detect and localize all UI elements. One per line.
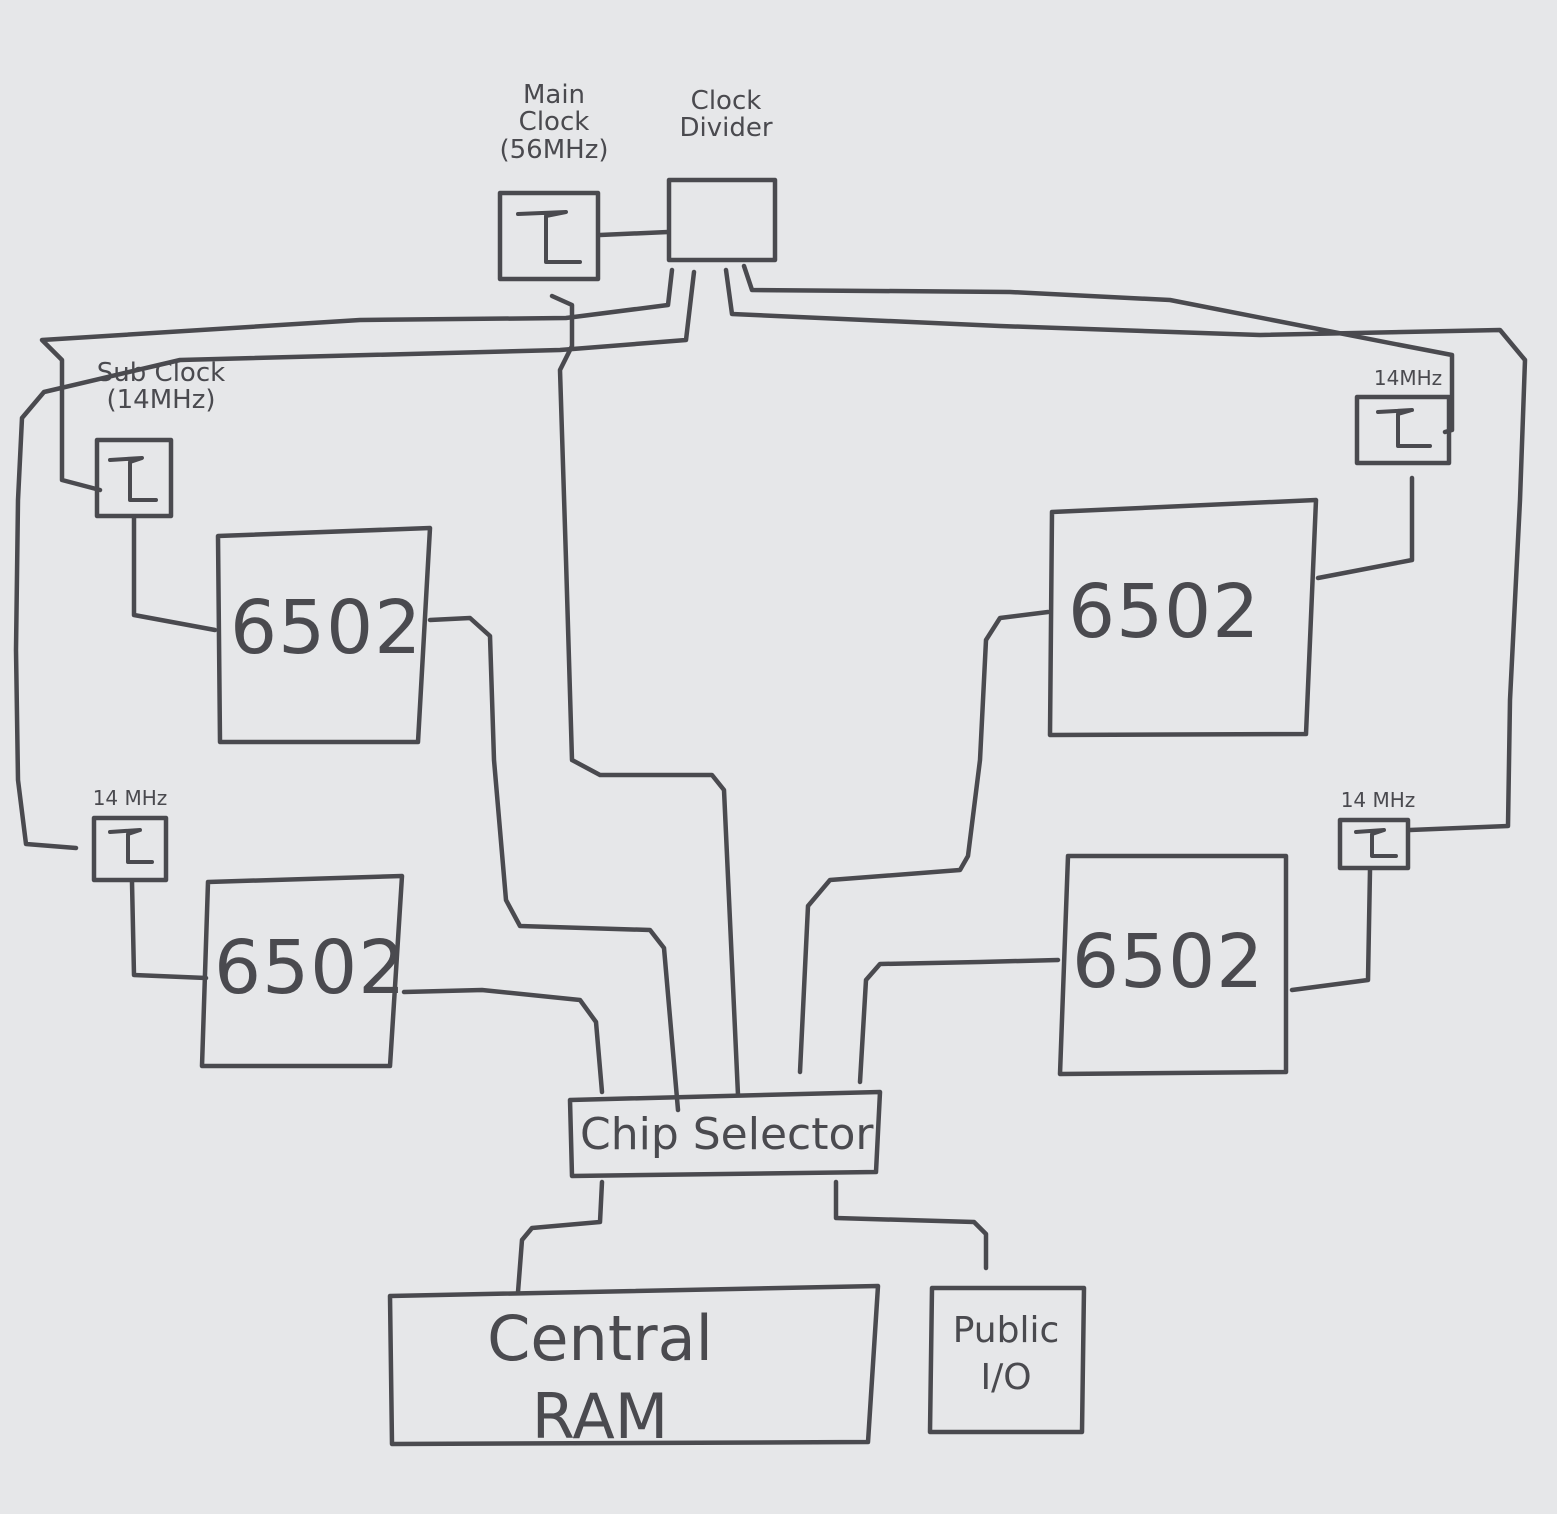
main-clock-label: Main Clock (56MHz) xyxy=(499,80,609,165)
wire-chipselector-io xyxy=(833,1179,989,1271)
subclock-br-node xyxy=(1337,817,1411,871)
wire-subclock-tl-cpu xyxy=(131,515,218,633)
clock-divider-label: Clock Divider xyxy=(679,86,773,144)
wire-subclock-br-cpu xyxy=(1289,867,1373,993)
oscillator-icon xyxy=(1354,828,1398,858)
clock-divider-box xyxy=(666,177,778,263)
subclock-tr-node xyxy=(1354,394,1452,466)
wire-cpu-tr-chipselector xyxy=(797,609,1051,1075)
oscillator-icon xyxy=(1376,408,1432,448)
cpu-bl-box xyxy=(199,873,405,1069)
chip-selector-box xyxy=(567,1089,883,1179)
subclock-br-label: 14 MHz xyxy=(1340,788,1416,812)
wire-cpu-bl-chipselector xyxy=(401,987,605,1095)
wire-cpu-br-chipselector xyxy=(857,957,1061,1085)
cpu-tl-box xyxy=(215,525,433,745)
wire-subclock-tr-cpu xyxy=(1315,475,1415,581)
wire-cpu-tl-chipselector xyxy=(427,615,681,1113)
wire-divider-subclock-tr xyxy=(741,263,1455,435)
oscillator-icon xyxy=(108,828,154,864)
cpu-tl-label: 6502 xyxy=(230,585,423,671)
wire-chipselector-ram xyxy=(515,1179,605,1295)
subclock-tl-label: Sub Clock (14MHz) xyxy=(96,358,226,416)
central-ram-box xyxy=(387,1283,881,1447)
cpu-tr-box xyxy=(1047,497,1319,738)
subclock-bl-node xyxy=(91,815,169,883)
wire-divider-subclock-bl xyxy=(13,269,697,851)
wire-mainclock-divider xyxy=(597,229,671,238)
central-ram-label: Central RAM xyxy=(487,1302,713,1453)
subclock-bl-label: 14 MHz xyxy=(92,786,168,810)
chip-selector-label: Chip Selector xyxy=(580,1109,874,1160)
public-io-label: Public I/O xyxy=(952,1310,1060,1398)
oscillator-icon xyxy=(516,210,582,264)
cpu-br-label: 6502 xyxy=(1072,919,1265,1005)
oscillator-icon xyxy=(108,456,158,502)
public-io-box xyxy=(927,1285,1087,1435)
subclock-tr-label: 14MHz xyxy=(1373,366,1443,390)
wire-subclock-bl-cpu xyxy=(129,879,209,981)
wire-divider-subclock-tl xyxy=(39,267,675,493)
cpu-tr-label: 6502 xyxy=(1068,569,1261,655)
main-clock-node xyxy=(497,190,601,282)
wire-mainclock-chipselector xyxy=(549,293,741,1098)
subclock-tl-node xyxy=(94,437,174,519)
wire-divider-subclock-br xyxy=(723,267,1528,833)
cpu-bl-label: 6502 xyxy=(214,925,407,1011)
cpu-br-box xyxy=(1057,853,1289,1077)
